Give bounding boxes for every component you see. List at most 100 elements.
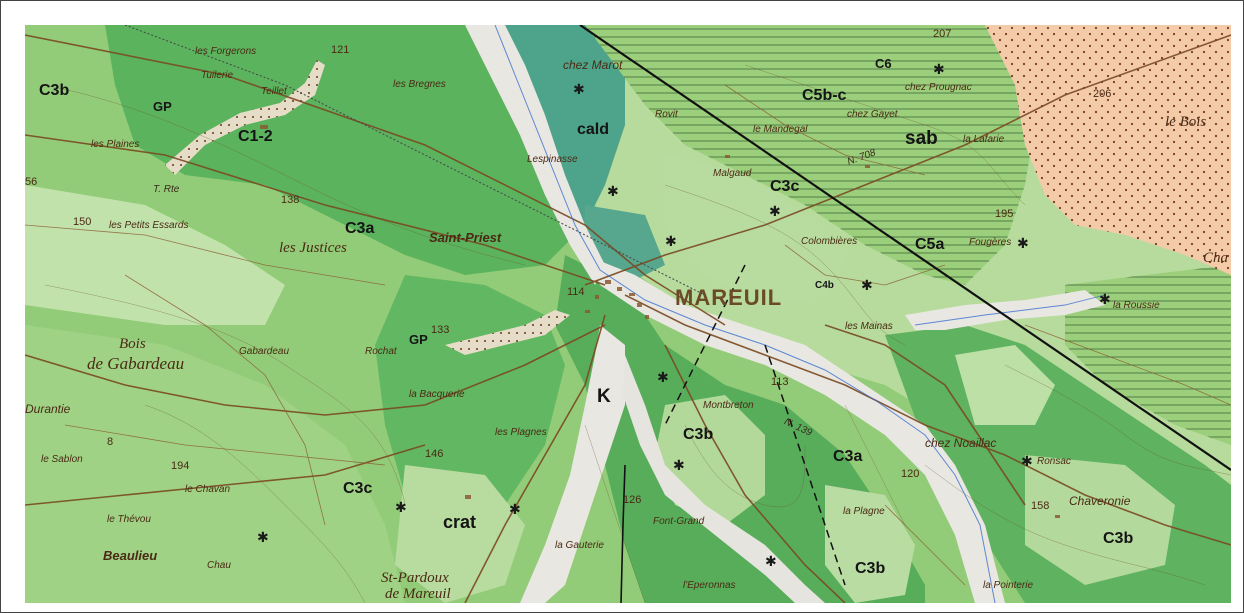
- railway: [124, 25, 706, 296]
- quarry-star-icon: ✱: [673, 458, 685, 474]
- quarry-star-icon: ✱: [665, 234, 677, 250]
- elevation-195: 195: [995, 208, 1014, 220]
- geology-label-c4b: C4b: [815, 280, 834, 291]
- geology-label-c5a: C5a: [915, 236, 945, 253]
- geology-label-c3b-3: C3b: [1103, 530, 1134, 547]
- place-chaveronie: Chaveronie: [1069, 494, 1131, 508]
- place-fougeres: Fougères: [969, 237, 1012, 248]
- place-durantie: Durantie: [25, 402, 71, 416]
- geology-label-c3a: C3a: [345, 220, 375, 237]
- zone-light-patch-7: [955, 345, 1055, 425]
- elevation-114: 114: [567, 286, 585, 298]
- geology-label-c3c-2: C3c: [343, 480, 373, 497]
- quarry-star-icon: ✱: [769, 204, 781, 220]
- quarry-star-icon: ✱: [257, 530, 269, 546]
- geology-label-c3b-4: C3b: [855, 560, 886, 577]
- place-les-petits-essards: les Petits Essards: [109, 220, 189, 231]
- place-de-gabardeau: de Gabardeau: [87, 354, 185, 373]
- place-le-mandegal: le Mandegal: [753, 124, 808, 135]
- place-rovit: Rovit: [655, 109, 678, 120]
- elevation-113: 113: [771, 376, 789, 388]
- quarry-star-icon: ✱: [395, 500, 407, 516]
- elevation-138: 138: [281, 194, 300, 206]
- place-leperonnas: l'Eperonnas: [683, 580, 736, 591]
- fault-dashed-1: [664, 264, 746, 426]
- place-lespinasse: Lespinasse: [527, 154, 578, 165]
- zone-light-patch-1: [665, 155, 845, 305]
- elevation-8: 8: [107, 436, 114, 448]
- geology-label-k: K: [597, 386, 611, 407]
- elevation-207: 207: [933, 28, 952, 40]
- zone-hatched: [585, 25, 1035, 285]
- place-beaulieu: Beaulieu: [103, 548, 158, 563]
- place-ronsac: Ronsac: [1037, 456, 1071, 467]
- fault-solid-s: [620, 464, 626, 603]
- minor-tracks: [25, 84, 1231, 586]
- geology-label-c6: C6: [875, 56, 892, 71]
- river: [494, 25, 996, 603]
- elevation-146: 146: [425, 448, 444, 460]
- place-rochat: Rochat: [365, 346, 397, 357]
- place-saint-priest: Saint-Priest: [429, 230, 502, 245]
- alluvium-east: [905, 290, 1105, 330]
- elevation-158: 158: [1031, 500, 1050, 512]
- place-le-thevou: le Thévou: [107, 514, 151, 525]
- place-teillet: Teillet: [261, 86, 287, 97]
- geology-label-c3b: C3b: [39, 82, 70, 99]
- geology-label-crat: crat: [443, 512, 477, 532]
- place-les-plagnes: les Plagnes: [495, 427, 547, 438]
- quarry-star-icon: ✱: [933, 62, 945, 78]
- place-cha: Cha: [1203, 250, 1229, 266]
- geology-label-c1-2: C1-2: [238, 128, 273, 145]
- place-la-lafarie: la Lafarie: [963, 134, 1005, 145]
- geology-label-c5b-c: C5b-c: [802, 87, 847, 104]
- geology-label-c3a-2: C3a: [833, 448, 863, 465]
- gp-strip-1: [165, 60, 325, 175]
- elevation-194: 194: [171, 460, 190, 472]
- geology-label-cald: cald: [577, 121, 610, 138]
- elevation-133: 133: [431, 324, 450, 336]
- zone-mid-green-w: [25, 325, 405, 603]
- place-les-justices: les Justices: [279, 240, 347, 256]
- fault-dashed-2: [764, 344, 846, 586]
- place-chez-gayet: chez Gayet: [847, 109, 898, 120]
- zone-light-patch-2: [25, 185, 285, 325]
- geology-label-sab: sab: [905, 128, 938, 149]
- gp-strip-2: [445, 310, 570, 355]
- place-la-plagne: la Plagne: [843, 506, 885, 517]
- river-east: [914, 294, 1106, 326]
- quarry-star-icon: ✱: [509, 502, 521, 518]
- elevation-121: 121: [331, 44, 350, 56]
- place-chau: Chau: [207, 560, 231, 571]
- elevation-120: 120: [901, 468, 920, 480]
- elevation-150: 150: [73, 216, 92, 228]
- zone-light-patch-6: [395, 465, 525, 603]
- place-tuilerie: Tuilerie: [201, 70, 234, 81]
- geology-label-gp: GP: [153, 99, 172, 114]
- zone-dark-green-nw: [105, 25, 585, 275]
- geology-label-c3b-2: C3b: [683, 426, 714, 443]
- place-les-forgerons: les Forgerons: [195, 46, 257, 57]
- place-bois: Bois: [119, 336, 146, 352]
- place-les-plaines: les Plaines: [91, 139, 140, 150]
- place-malgaud: Malgaud: [713, 168, 752, 179]
- quarry-star-icon: ✱: [607, 184, 619, 200]
- elevation-56: 56: [25, 176, 38, 188]
- elevation-206: 206: [1093, 88, 1112, 100]
- fault-line-ne: [579, 25, 1231, 471]
- quarry-star-icon: ✱: [765, 554, 777, 570]
- quarry-star-icon: ✱: [861, 278, 873, 294]
- alluvium-center: [585, 255, 1005, 603]
- place-de-mareuil: de Mareuil: [385, 586, 451, 602]
- quarry-star-icon: ✱: [1021, 454, 1033, 470]
- roads: [25, 34, 1231, 603]
- geological-map[interactable]: C3b C1-2 GP C3a cald C5b-c C6 sab C3c C5…: [25, 25, 1231, 603]
- place-le-bois: le Bois: [1165, 114, 1207, 130]
- place-st-pardoux: St-Pardoux: [381, 570, 449, 586]
- place-la-gauterie: la Gauterie: [555, 540, 604, 551]
- place-la-roussie: la Roussie: [1113, 300, 1160, 311]
- quarry-star-icon: ✱: [1017, 236, 1029, 252]
- alluvium-north: [465, 25, 605, 285]
- geology-label-gp-2: GP: [409, 332, 428, 347]
